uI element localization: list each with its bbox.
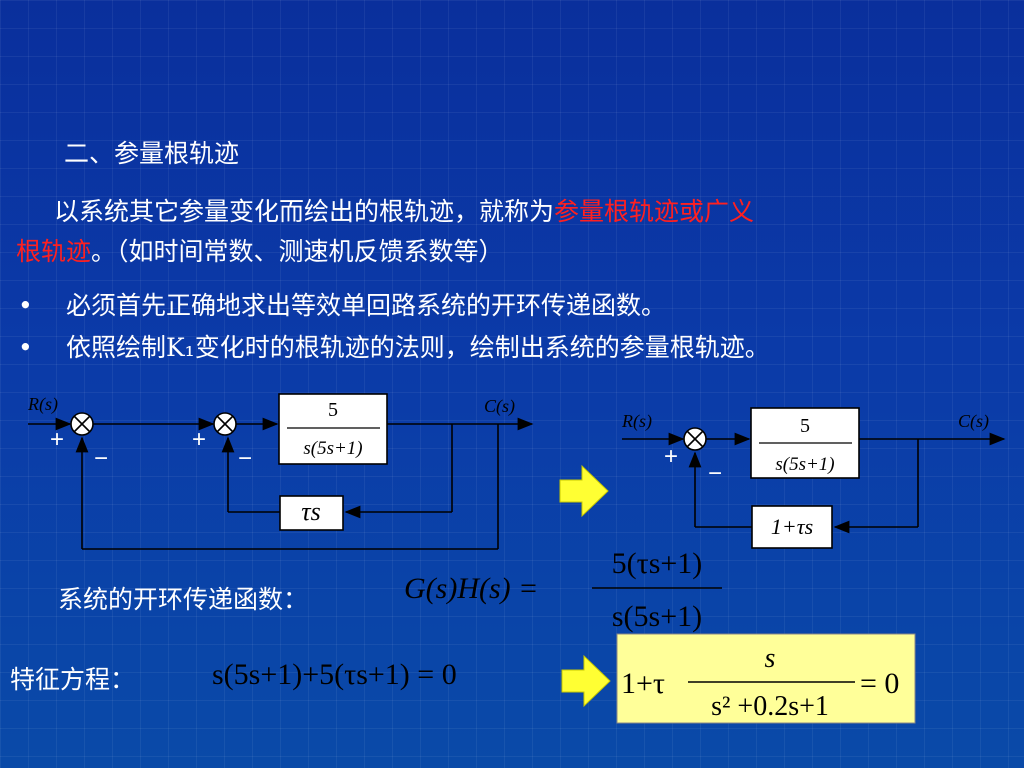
right-input-label: R(s)	[621, 411, 652, 432]
left-diagram	[28, 393, 534, 550]
inner-feedback-block	[279, 495, 344, 531]
result-suffix: = 0	[860, 667, 899, 700]
yellow-arrow-icon	[559, 464, 609, 518]
open-loop-lhs: G(s)H(s) =	[404, 572, 538, 605]
open-loop-den: s(5s+1)	[612, 600, 702, 633]
left-inner-feedback: τs	[301, 497, 320, 526]
result-num: s	[765, 643, 776, 674]
left-input-label: R(s)	[27, 394, 58, 415]
intro-line-1: 以系统其它参量变化而绘出的根轨迹，就称为参量根轨迹或广义	[54, 196, 754, 228]
plus-sign: +	[192, 426, 206, 453]
open-loop-num: 5(τs+1)	[612, 547, 703, 580]
bullet-item: 必须首先正确地求出等效单回路系统的开环传递函数。	[66, 291, 667, 320]
result-box	[616, 633, 916, 724]
yellow-arrow-icon	[561, 654, 611, 708]
right-output-label: C(s)	[958, 411, 989, 432]
bullet-dot: •	[18, 291, 33, 320]
minus-sign: −	[708, 460, 722, 487]
result-den: s² +0.2s+1	[711, 691, 829, 722]
char-eq-label: 特征方程：	[10, 665, 136, 694]
left-output-label: C(s)	[484, 396, 515, 417]
left-plant-den: s(5s+1)	[303, 438, 362, 459]
plus-sign: +	[664, 443, 678, 470]
feedback-block	[751, 505, 833, 549]
intro-suffix: 。（如时间常数、测速机反馈系数等）	[91, 237, 504, 266]
result-prefix: 1+τ	[621, 667, 665, 700]
right-diagram	[622, 407, 1006, 549]
right-plant-num: 5	[800, 415, 810, 437]
characteristic-equation: s(5s+1)+5(τs+1) = 0	[212, 658, 457, 691]
bullet-dot: •	[18, 333, 33, 362]
intro-line-2: 根轨迹。（如时间常数、测速机反馈系数等）	[16, 236, 504, 268]
right-plant-den: s(5s+1)	[775, 454, 834, 475]
bullet-item: 依照绘制K₁变化时的根轨迹的法则，绘制出系统的参量根轨迹。	[66, 333, 770, 362]
intro-text: 以系统其它参量变化而绘出的根轨迹，就称为	[54, 197, 555, 226]
minus-sign: −	[94, 445, 108, 472]
plant-block	[278, 393, 388, 465]
intro-highlight: 参量根轨迹或广义	[554, 197, 755, 226]
right-feedback: 1+τs	[771, 514, 813, 539]
open-loop-label: 系统的开环传递函数：	[58, 585, 309, 614]
left-plant-num: 5	[328, 399, 338, 421]
section-title: 二、参量根轨迹	[64, 139, 240, 168]
plus-sign: +	[50, 426, 64, 453]
minus-sign: −	[238, 445, 252, 472]
intro-highlight-2: 根轨迹	[16, 237, 92, 266]
